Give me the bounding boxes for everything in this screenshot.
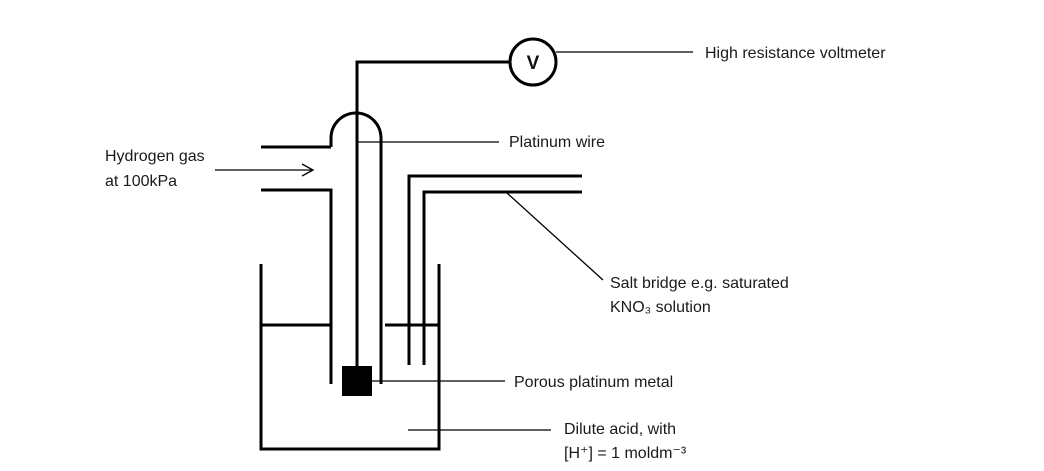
platinum-wire-label: Platinum wire (509, 134, 605, 151)
hydrogen-arrow-head (301, 163, 315, 177)
salt-bridge-outer (407, 174, 582, 365)
hydrogen-label-line1: Hydrogen gas (105, 148, 205, 165)
voltmeter-symbol: V (527, 53, 540, 74)
salt-bridge-label-line1: Salt bridge e.g. saturated (610, 275, 789, 292)
acid-label-line2: [H⁺] = 1 moldm⁻³ (564, 445, 687, 462)
porous-platinum-label: Porous platinum metal (514, 374, 673, 391)
platinum-wire (355, 60, 509, 368)
voltmeter-circle (508, 37, 558, 87)
hydrogen-label-line2: at 100kPa (105, 173, 177, 190)
voltmeter-label: High resistance voltmeter (705, 45, 886, 62)
acid-label-line1: Dilute acid, with (564, 421, 676, 438)
beaker-outline (259, 264, 441, 451)
salt-bridge-pointer (506, 192, 604, 281)
salt-bridge-inner (422, 190, 582, 365)
gas-inlet-bottom (261, 188, 333, 384)
porous-platinum-block (342, 366, 372, 396)
salt-bridge-label-line2: KNO₃ solution (610, 299, 711, 316)
